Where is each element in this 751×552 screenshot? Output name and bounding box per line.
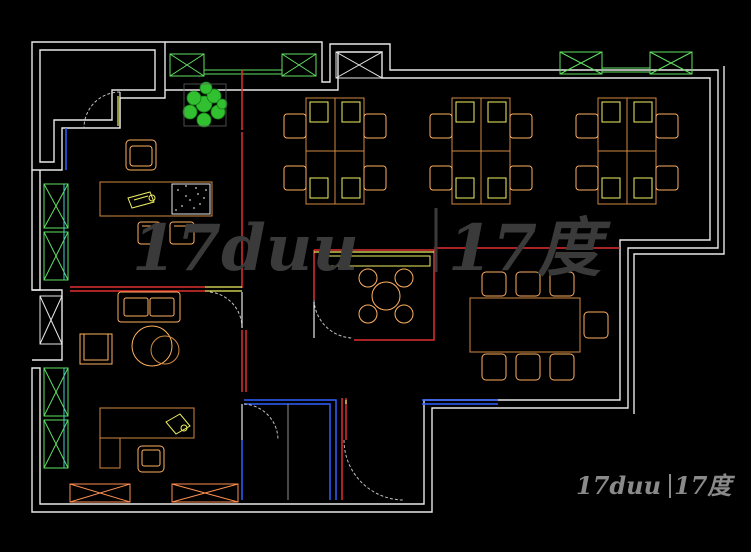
executive-desk [99,407,195,439]
watermark-small-latin: 17duu [576,471,661,500]
workstation-cluster [575,97,679,205]
office-chair [125,139,157,171]
reception-desk [99,181,213,217]
granite-speckle [175,185,207,211]
desk-chair [137,445,165,473]
watermark-large-cjk: 17度 [448,211,611,286]
partitions-red [70,70,620,500]
workstation-cluster [429,97,533,205]
bottom-windows [69,483,239,503]
visitor-chair [137,221,161,245]
visitor-chair [169,221,195,245]
granite-counter [171,183,211,215]
phone-icon [165,413,191,435]
sofa [117,291,181,323]
armchair-icon [79,333,113,365]
lounge-chair-icon [321,255,431,324]
watermark-small-cjk: 17度 [674,471,735,500]
partitions-yellow [117,96,434,404]
phone-icon [127,191,156,209]
coffee-table [131,325,173,367]
window-hatched [39,51,383,345]
office-lower-left [79,291,195,473]
watermark-large-latin: 17duu [132,211,359,286]
door-leaves [119,92,315,440]
workstation-cluster [283,97,387,205]
plant-icon [182,81,228,128]
partitions-blue [65,128,498,500]
reception-furniture [99,139,213,245]
meeting-table [469,271,609,381]
